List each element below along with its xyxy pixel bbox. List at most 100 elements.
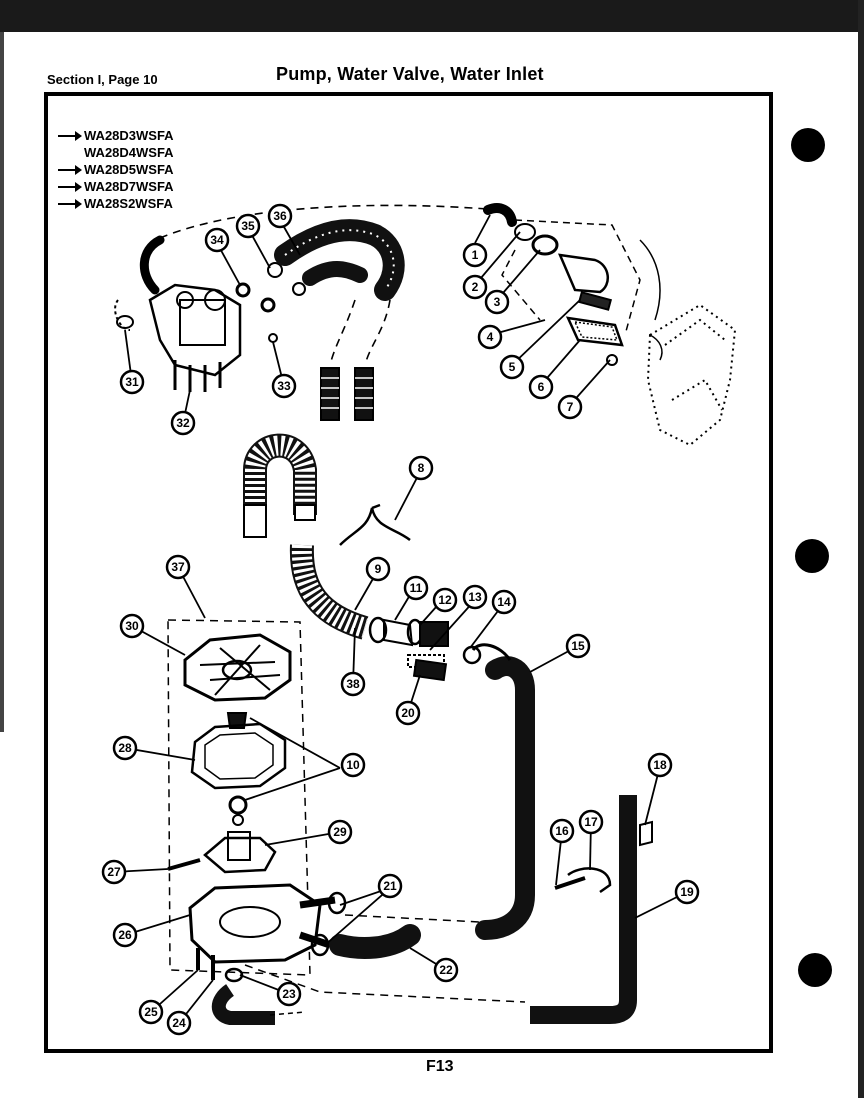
callout-circle: [271, 373, 297, 399]
callout-circle: [647, 752, 673, 778]
callout-12: 12: [432, 587, 458, 613]
callout-label: 21: [383, 879, 397, 893]
callout-label: 35: [241, 219, 255, 233]
page-title: Pump, Water Valve, Water Inlet: [276, 64, 544, 84]
callout-8: 8: [408, 455, 434, 481]
callout-circle: [138, 999, 164, 1025]
callout-26: 26: [112, 922, 138, 948]
model-code: WA28D7WSFA: [84, 179, 174, 194]
callout-label: 27: [107, 865, 121, 879]
callout-37: 37: [165, 554, 191, 580]
callout-circle: [462, 584, 488, 610]
arrow-icon: [58, 198, 82, 209]
callout-32: 32: [170, 410, 196, 436]
model-row: WA28D5WSFA: [58, 161, 174, 178]
callout-circle: [327, 819, 353, 845]
callout-label: 38: [346, 677, 360, 691]
model-list: WA28D3WSFA WA28D4WSFA WA28D5WSFA WA28D7W…: [58, 127, 174, 212]
callout-label: 34: [210, 233, 224, 247]
callout-label: 11: [410, 581, 423, 595]
water-valve-assembly: [114, 204, 501, 421]
callout-circle: [484, 289, 510, 315]
callout-circle: [119, 369, 145, 395]
callout-circle: [204, 227, 230, 253]
callout-circle: [477, 324, 503, 350]
callout-label: 9: [375, 562, 382, 576]
callout-label: 7: [567, 400, 574, 414]
scan-border-right: [858, 0, 864, 1098]
callout-label: 23: [282, 987, 296, 1001]
callout-label: 29: [333, 825, 347, 839]
scan-border-left: [0, 32, 4, 732]
callout-circle: [340, 752, 366, 778]
callout-circle: [462, 274, 488, 300]
callout-label: 37: [171, 560, 185, 574]
callout-circle: [395, 700, 421, 726]
callout-38: 38: [340, 671, 366, 697]
callout-label: 30: [125, 619, 139, 633]
callout-label: 20: [401, 706, 415, 720]
callout-18: 18: [647, 752, 673, 778]
callout-23: 23: [276, 981, 302, 1007]
callout-circle: [491, 589, 517, 615]
callout-circle: [170, 410, 196, 436]
callout-circle: [119, 613, 145, 639]
callout-label: 2: [472, 280, 479, 294]
callout-5: 5: [499, 354, 525, 380]
callout-circle: [166, 1010, 192, 1036]
callout-2: 2: [462, 274, 488, 300]
callout-label: 16: [555, 824, 569, 838]
diagram-frame: [44, 92, 773, 1053]
callout-circle: [403, 575, 429, 601]
callout-circle: [267, 203, 293, 229]
binder-hole-middle: [795, 539, 829, 573]
model-row: WA28D3WSFA: [58, 127, 174, 144]
callout-label: 24: [172, 1016, 186, 1030]
callout-19: 19: [674, 879, 700, 905]
callout-7: 7: [557, 394, 583, 420]
callout-31: 31: [119, 369, 145, 395]
callout-circle: [276, 981, 302, 1007]
model-row: WA28D4WSFA: [58, 144, 174, 161]
callout-3: 3: [484, 289, 510, 315]
drain-hose-assembly: [243, 433, 535, 940]
callout-circle: [101, 859, 127, 885]
callout-27: 27: [101, 859, 127, 885]
scan-border-top: [0, 0, 864, 32]
callout-11: 11: [403, 575, 429, 601]
callout-label: 32: [176, 416, 190, 430]
callout-circle: [365, 556, 391, 582]
callout-16: 16: [549, 818, 575, 844]
callout-9: 9: [365, 556, 391, 582]
model-row: WA28D7WSFA: [58, 178, 174, 195]
binder-hole-top: [791, 128, 825, 162]
callout-label: 28: [118, 741, 132, 755]
callout-circle: [433, 957, 459, 983]
callout-17: 17: [578, 809, 604, 835]
callout-20: 20: [395, 700, 421, 726]
callout-circle: [578, 809, 604, 835]
callout-circle: [549, 818, 575, 844]
callout-34: 34: [204, 227, 230, 253]
callout-label: 22: [439, 963, 453, 977]
callout-circle: [528, 374, 554, 400]
callout-circle: [235, 213, 261, 239]
callout-label: 8: [418, 461, 425, 475]
callout-label: 10: [346, 758, 360, 772]
callout-label: 1: [472, 248, 479, 262]
callout-label: 17: [584, 815, 598, 829]
callout-circle: [340, 671, 366, 697]
water-inlet-assembly: [483, 203, 737, 447]
callout-label: 18: [653, 758, 667, 772]
binder-hole-bottom: [798, 953, 832, 987]
callout-24: 24: [166, 1010, 192, 1036]
callout-label: 4: [487, 330, 494, 344]
arrow-icon: [58, 130, 82, 141]
callout-35: 35: [235, 213, 261, 239]
figure-code: F13: [426, 1058, 454, 1075]
callout-6: 6: [528, 374, 554, 400]
callout-33: 33: [271, 373, 297, 399]
callout-25: 25: [138, 999, 164, 1025]
